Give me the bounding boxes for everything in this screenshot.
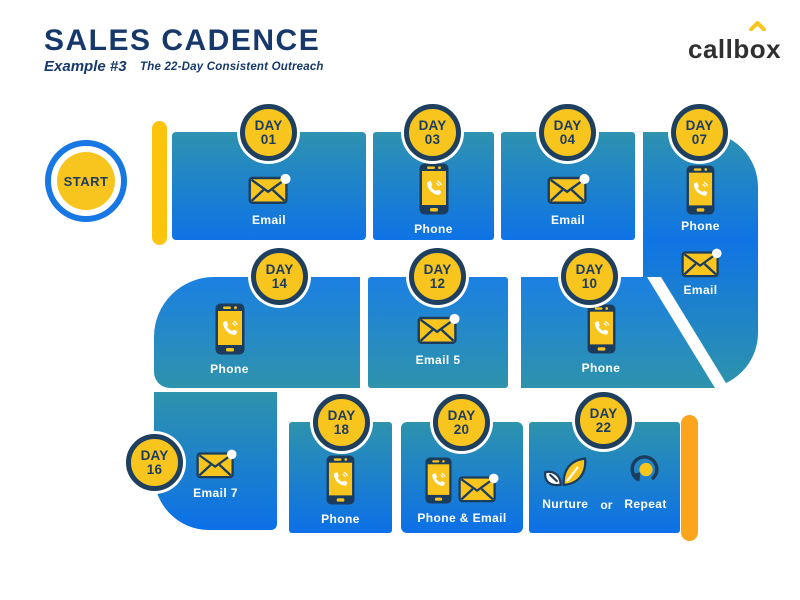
step-label: Email [683,283,718,297]
step-label: Phone [321,512,360,526]
phone-icon [419,163,448,214]
step-label: Phone [681,219,720,233]
email-icon [195,449,237,479]
repeat-option: Repeat [624,452,666,511]
step-label: Phone [414,221,453,236]
logo-caret-icon [748,21,766,31]
flow-step-day-18: Phone [289,422,392,533]
step-label: Repeat [624,497,667,511]
flow-step-day-22: Nurture or Repeat [529,422,680,533]
step-label: Phone & Email [417,510,507,525]
phone-icon [326,455,355,505]
phone-and-email-icons [425,457,499,504]
logo-accent-letter: o [748,21,766,65]
phone-icon [215,303,244,355]
step-label: Email [251,212,286,227]
logo-text: callb [688,34,750,64]
subtitle: The 22-Day Consistent Outreach [140,61,324,73]
step-label: Nurture [542,497,589,511]
email-icon [458,473,499,502]
step-label: Phone [581,361,621,375]
example-label: Example #3 [44,58,127,75]
step-label: Email [550,212,585,227]
phone-icon [425,457,452,503]
or-label: or [600,498,613,512]
email-icon [417,313,460,344]
step-label: Email 7 [193,486,238,500]
step-label: Email 5 [415,353,461,367]
flow-step-day-14: Phone [154,277,360,388]
phone-icon [686,165,715,215]
email-icon [547,173,590,204]
end-bar [681,415,698,541]
nurture-option: Nurture [542,455,588,511]
start-bar [152,121,167,245]
step-label: Phone [210,362,249,376]
email-icon [248,173,291,204]
page-title: SALES CADENCE [44,24,321,57]
start-label: START [57,152,115,210]
email-icon [680,248,722,278]
nurture-leaves-icon [544,457,587,487]
repeat-icon [630,455,659,482]
phone-icon [587,304,615,354]
start-marker: START [45,140,127,222]
